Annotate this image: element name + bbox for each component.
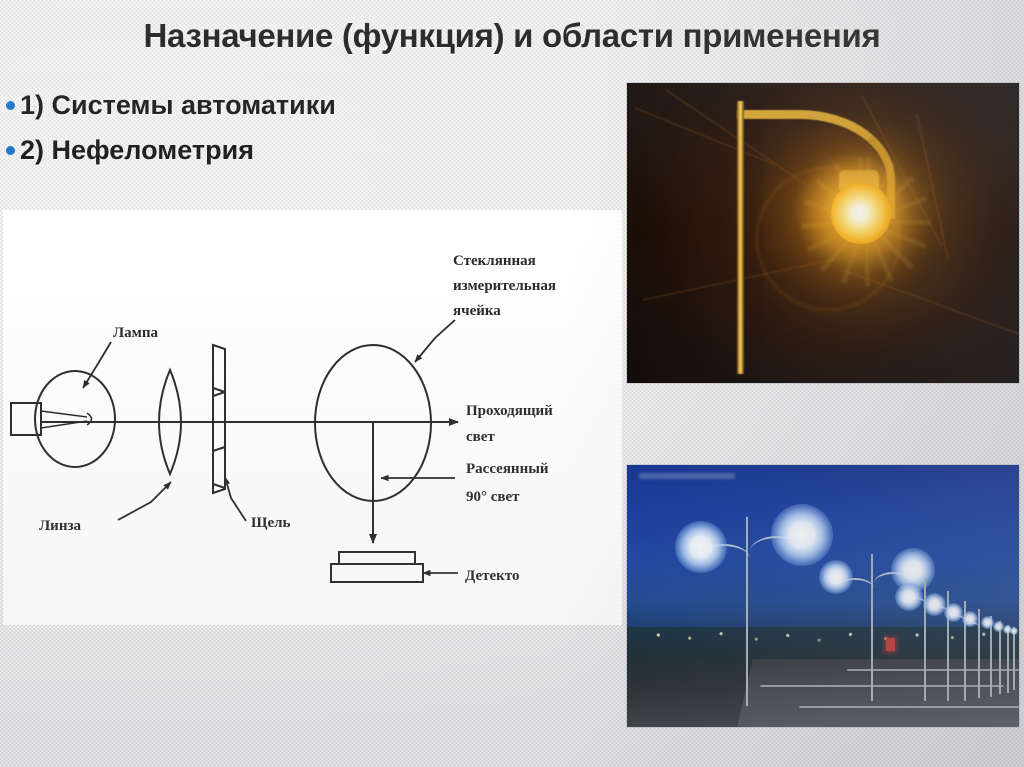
label-cell-line2: измерительная bbox=[453, 278, 556, 294]
list-item: 2) Нефелометрия bbox=[6, 133, 606, 168]
cell-leader bbox=[414, 319, 456, 363]
page-title: Назначение (функция) и области применени… bbox=[143, 17, 881, 54]
slit-plate-top bbox=[212, 343, 226, 453]
detector-block bbox=[330, 551, 424, 583]
photo-watermark bbox=[638, 472, 735, 479]
bullet-dot-icon bbox=[6, 145, 15, 155]
glowing-bulb bbox=[830, 182, 891, 244]
lamp-filament-loop bbox=[86, 412, 93, 426]
street-light-pole bbox=[943, 601, 977, 701]
slit-plate-bottom bbox=[212, 386, 226, 490]
lens bbox=[158, 367, 182, 477]
label-scattered-line1: Рассеянный bbox=[466, 461, 549, 477]
street-light-pole bbox=[923, 590, 963, 701]
slit-leader bbox=[223, 476, 247, 522]
list-item: 1) Системы автоматики bbox=[6, 88, 606, 123]
street-light-pole bbox=[976, 615, 998, 697]
photo-lamp-night bbox=[627, 83, 1019, 383]
lens-leader bbox=[117, 481, 172, 521]
photo-highway-lights bbox=[627, 465, 1019, 727]
street-light-pole bbox=[675, 504, 834, 707]
lamp-filament bbox=[40, 410, 88, 429]
street-light-pole bbox=[997, 624, 1012, 693]
label-lens: Линза bbox=[39, 518, 81, 534]
nephelometer-diagram: Лампа Линза Щель Стеклянная измерительна… bbox=[3, 210, 622, 625]
label-cell-line3: ячейка bbox=[453, 303, 501, 319]
label-scattered-line2: 90° свет bbox=[466, 489, 520, 505]
red-sign-light bbox=[885, 637, 895, 651]
slit-plate-lower bbox=[212, 390, 226, 495]
lamp-pole bbox=[736, 101, 744, 374]
street-light-pole bbox=[988, 620, 1006, 695]
lamp-bulb bbox=[34, 370, 116, 468]
street-light-pole bbox=[962, 609, 988, 699]
label-detector: Детекто bbox=[465, 568, 520, 584]
highway-scene bbox=[627, 465, 1019, 727]
lamp-arm bbox=[736, 110, 895, 219]
bullet-dot-icon bbox=[6, 101, 15, 110]
list-item-label: 2) Нефелометрия bbox=[20, 134, 254, 165]
lamp-leader bbox=[82, 341, 112, 389]
label-cell-line1: Стеклянная bbox=[453, 253, 536, 269]
night-scene bbox=[627, 83, 1019, 383]
street-light-pole bbox=[894, 580, 943, 701]
label-transmitted-line1: Проходящий bbox=[466, 403, 553, 419]
label-lamp: Лампа bbox=[113, 325, 159, 341]
list-item-label: 1) Системы автоматики bbox=[20, 90, 336, 120]
label-transmitted-line2: свет bbox=[466, 429, 495, 445]
diagram-svg: Лампа Линза Щель Стеклянная измерительна… bbox=[10, 253, 556, 584]
lamp-base bbox=[10, 402, 42, 436]
label-slit: Щель bbox=[251, 515, 291, 531]
street-light-pole bbox=[1005, 627, 1018, 691]
bullet-list: 1) Системы автоматики 2) Нефелометрия bbox=[6, 88, 606, 177]
